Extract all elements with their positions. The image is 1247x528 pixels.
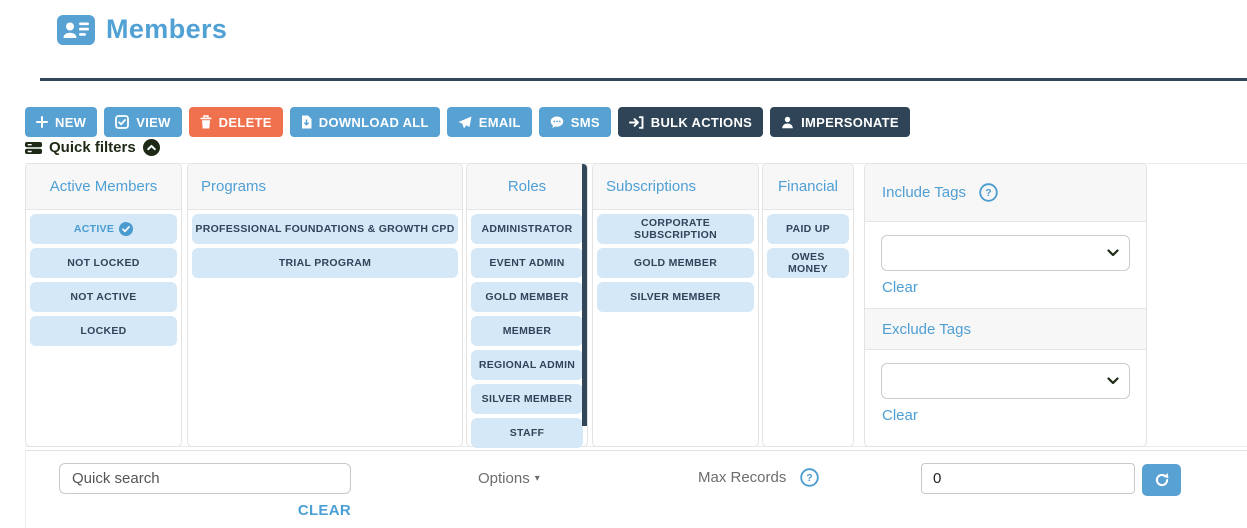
- filter-item-silver-member-sub[interactable]: SILVER MEMBER: [597, 282, 754, 312]
- filter-item-staff[interactable]: STAFF: [471, 418, 583, 448]
- filter-item-silver-member[interactable]: SILVER MEMBER: [471, 384, 583, 414]
- filter-item-regional-admin[interactable]: REGIONAL ADMIN: [471, 350, 583, 380]
- exclude-tags-clear-link[interactable]: Clear: [882, 407, 918, 424]
- filter-item-member[interactable]: MEMBER: [471, 316, 583, 346]
- filter-item-gold-member-sub[interactable]: GOLD MEMBER: [597, 248, 754, 278]
- trash-icon: [200, 115, 212, 129]
- help-icon[interactable]: ?: [800, 468, 820, 487]
- sms-button-label: SMS: [570, 114, 600, 130]
- filter-column-title: Subscriptions: [593, 164, 758, 210]
- impersonate-button[interactable]: IMPERSONATE: [770, 107, 910, 137]
- svg-text:?: ?: [985, 187, 991, 199]
- help-icon[interactable]: ?: [979, 183, 998, 202]
- filter-column-roles: Roles ADMINISTRATOR EVENT ADMIN GOLD MEM…: [466, 163, 588, 448]
- plus-icon: [36, 116, 48, 128]
- roles-scrollbar[interactable]: [582, 164, 587, 426]
- options-label: Options: [478, 470, 530, 487]
- filter-item-locked[interactable]: LOCKED: [30, 316, 177, 346]
- include-tags-select[interactable]: [881, 235, 1130, 271]
- search-toolbar: CLEAR Options ▾ Max Records ?: [25, 450, 1247, 528]
- filter-item-professional-foundations[interactable]: PROFESSIONAL FOUNDATIONS & GROWTH CPD: [192, 214, 458, 244]
- new-button-label: NEW: [55, 114, 87, 130]
- paper-plane-icon: [458, 116, 472, 129]
- filter-bars-icon: [25, 141, 42, 155]
- quick-filters-label: Quick filters: [49, 139, 136, 156]
- sms-button[interactable]: SMS: [538, 107, 611, 137]
- file-download-icon: [301, 115, 312, 129]
- svg-text:?: ?: [807, 472, 813, 484]
- filter-item-corporate-subscription[interactable]: CORPORATE SUBSCRIPTION: [597, 214, 754, 244]
- refresh-icon: [1154, 472, 1170, 488]
- person-icon: [781, 116, 794, 129]
- delete-button[interactable]: DELETE: [188, 107, 283, 137]
- check-circle-icon: [119, 222, 134, 236]
- caret-down-icon: ▾: [534, 473, 540, 484]
- title-divider: [40, 78, 1247, 81]
- exclude-tags-header: Exclude Tags: [865, 308, 1146, 350]
- max-records-input[interactable]: [921, 463, 1135, 494]
- new-button[interactable]: NEW: [25, 107, 98, 137]
- filter-item-not-locked[interactable]: NOT LOCKED: [30, 248, 177, 278]
- filters-section: Active Members ACTIVE NOT LOCKED NOT ACT…: [25, 163, 1147, 448]
- include-tags-title: Include Tags: [882, 184, 966, 201]
- bulk-actions-button[interactable]: BULK ACTIONS: [617, 107, 764, 137]
- bulk-actions-button-label: BULK ACTIONS: [650, 114, 753, 130]
- view-button[interactable]: VIEW: [104, 107, 182, 137]
- filter-item-label: ACTIVE: [73, 223, 115, 235]
- filter-column-programs: Programs PROFESSIONAL FOUNDATIONS & GROW…: [187, 163, 463, 447]
- max-records-group: Max Records ?: [698, 468, 820, 487]
- filter-column-title: Active Members: [26, 164, 181, 210]
- toolbar: NEW VIEW DELETE DOWNLOAD ALL EMAIL SMS B…: [25, 107, 910, 137]
- delete-button-label: DELETE: [218, 114, 272, 130]
- view-button-label: VIEW: [136, 114, 171, 130]
- filter-item-trial-program[interactable]: TRIAL PROGRAM: [192, 248, 458, 278]
- checkbox-check-icon: [115, 115, 130, 129]
- page-title: Members: [106, 14, 228, 44]
- options-dropdown[interactable]: Options ▾: [478, 470, 540, 487]
- sms-bubble-icon: [550, 116, 564, 129]
- exclude-tags-title: Exclude Tags: [882, 320, 971, 338]
- filter-column-title: Financial: [763, 164, 853, 210]
- filter-item-gold-member[interactable]: GOLD MEMBER: [471, 282, 583, 312]
- chevron-up-circle-icon[interactable]: [142, 139, 160, 156]
- max-records-label: Max Records: [698, 469, 787, 486]
- filter-column-financial: Financial PAID UP OWES MONEY: [762, 163, 854, 447]
- tags-panel: Include Tags ? Clear Exclude Tags Clear: [864, 163, 1147, 447]
- filter-item-event-admin[interactable]: EVENT ADMIN: [471, 248, 583, 278]
- filter-column-active-members: Active Members ACTIVE NOT LOCKED NOT ACT…: [25, 163, 182, 447]
- arrow-into-bracket-icon: [628, 115, 644, 129]
- include-tags-header: Include Tags ?: [865, 164, 1146, 222]
- members-card-icon: [57, 14, 95, 45]
- email-button-label: EMAIL: [478, 114, 521, 130]
- email-button[interactable]: EMAIL: [446, 107, 532, 137]
- impersonate-button-label: IMPERSONATE: [801, 114, 899, 130]
- quick-search-input[interactable]: [59, 463, 351, 494]
- filter-item-active[interactable]: ACTIVE: [30, 214, 177, 244]
- filter-item-owes-money[interactable]: OWES MONEY: [767, 248, 849, 278]
- clear-search-link[interactable]: CLEAR: [297, 502, 351, 519]
- filter-item-not-active[interactable]: NOT ACTIVE: [30, 282, 177, 312]
- download-all-button[interactable]: DOWNLOAD ALL: [289, 107, 440, 137]
- include-tags-clear-link[interactable]: Clear: [882, 279, 918, 296]
- download-all-button-label: DOWNLOAD ALL: [318, 114, 429, 130]
- filter-item-paid-up[interactable]: PAID UP: [767, 214, 849, 244]
- filter-column-title: Programs: [188, 164, 462, 210]
- page-header: Members: [57, 14, 227, 45]
- filter-item-administrator[interactable]: ADMINISTRATOR: [471, 214, 583, 244]
- refresh-button[interactable]: [1142, 464, 1181, 496]
- quick-filters-toggle[interactable]: Quick filters: [25, 139, 160, 156]
- filter-column-subscriptions: Subscriptions CORPORATE SUBSCRIPTION GOL…: [592, 163, 759, 447]
- filter-column-title: Roles: [467, 164, 587, 210]
- exclude-tags-select[interactable]: [881, 363, 1130, 399]
